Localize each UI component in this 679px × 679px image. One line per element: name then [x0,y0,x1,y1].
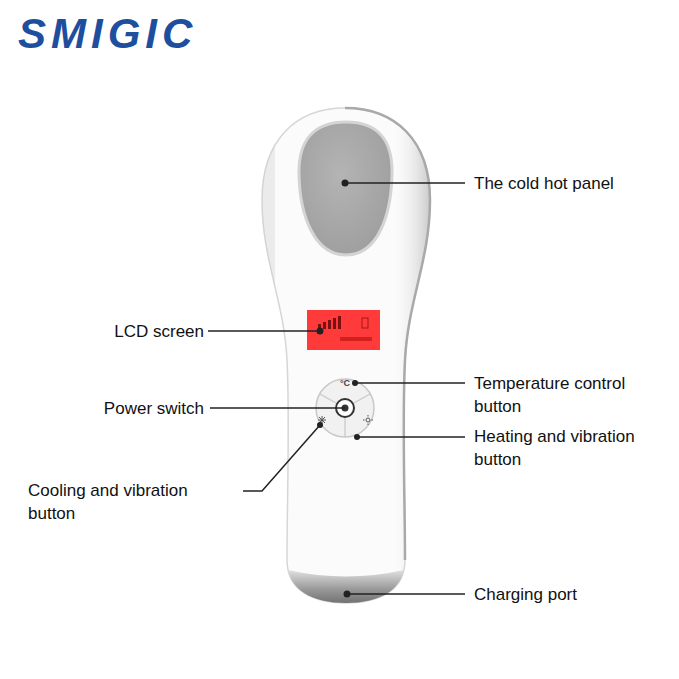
leader-lines [208,183,465,594]
cold-hot-panel [299,122,392,255]
lcd-screen [307,310,380,350]
part-label: Cooling and vibration button [28,479,213,525]
part-label: The cold hot panel [474,172,614,195]
part-label: LCD screen [114,320,204,343]
part-label: Heating and vibration button [474,425,659,471]
part-label: Charging port [474,583,577,606]
part-label: Cooling and vibration button [28,479,213,525]
part-label: Temperature control button [474,372,659,418]
part-label: LCD screen [114,320,204,343]
part-label: The cold hot panel [474,172,614,195]
button-symbol: °C [340,378,350,388]
brand-logo: SMIGIC [18,11,197,57]
leader-dots [317,180,361,598]
part-label: Power switch [104,397,204,420]
brand-logo: SMIGIC [18,11,197,57]
button-symbol: °C [340,378,350,388]
device-body [255,100,435,610]
part-label: Power switch [104,397,204,420]
part-label: Temperature control button [474,372,659,418]
part-label: Heating and vibration button [474,425,659,471]
part-label: Charging port [474,583,577,606]
